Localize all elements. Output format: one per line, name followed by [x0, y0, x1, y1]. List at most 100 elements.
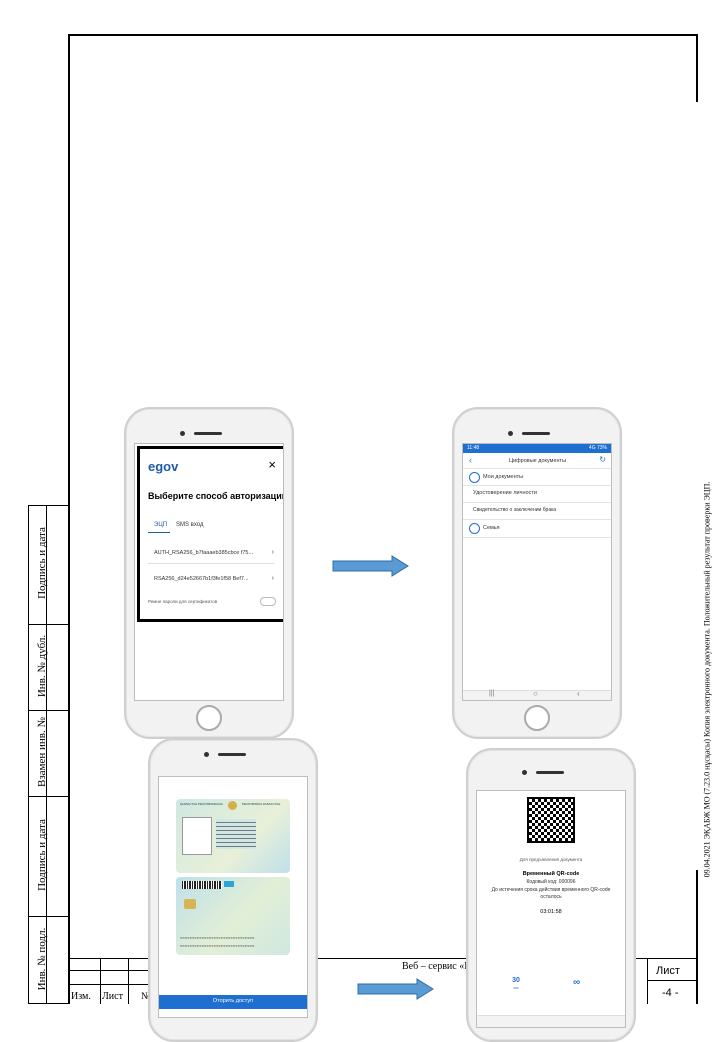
remember-label: Ремнe пароли для сертификатов — [148, 599, 218, 604]
stamp-divider — [46, 505, 47, 1004]
right-edge-note: 09.04.2021 ЭҚАБЖ МО (7.23.0 нұсқасы) Коп… — [702, 481, 712, 878]
stamp-top — [28, 505, 69, 506]
phone-screen: ҚАЗАҚСТАН РЕСПУБЛИКАСЫ РЕСПУБЛИКА КАЗАХС… — [158, 776, 308, 1018]
stamp-inv-dubl: Инв. № дубл. — [36, 634, 48, 698]
phone-camera — [204, 752, 209, 757]
stamp-inv-podl: Инв. № подл. — [36, 927, 48, 991]
doc-folder-icon — [469, 472, 480, 483]
frame-left — [68, 34, 70, 1004]
nav-recent-icon[interactable]: ||| — [489, 690, 495, 697]
arrow-right-icon — [357, 978, 434, 1000]
emblem-icon — [228, 801, 237, 810]
phone-speaker — [218, 753, 246, 756]
list-item-family[interactable]: Семья — [483, 525, 500, 531]
status-icons: 4G 73% — [588, 445, 607, 451]
phone-id-card: ҚАЗАҚСТАН РЕСПУБЛИКАСЫ РЕСПУБЛИКА КАЗАХС… — [148, 738, 318, 1042]
stamp-vzamen: Взамен инв. № — [36, 717, 48, 788]
home-button[interactable] — [524, 705, 550, 731]
list-item-my-docs[interactable]: Мои документы — [483, 474, 524, 480]
remember-toggle[interactable] — [260, 597, 276, 606]
barcode — [182, 881, 222, 889]
refresh-icon[interactable]: ↻ — [599, 455, 606, 464]
phone-speaker — [522, 432, 550, 435]
timer-30-value: 30 — [512, 977, 520, 984]
stamp-outer-left — [28, 505, 29, 1004]
cert-item-2[interactable]: RSA256_d24e52667b1f3fe1f58 Bef7... — [154, 576, 249, 582]
phone-egov-auth: egov × Выберите способ авторизации ЭЦП S… — [124, 407, 294, 739]
timer-30-button[interactable]: 30 сек — [505, 977, 527, 995]
auth-dialog: egov × Выберите способ авторизации ЭЦП S… — [137, 446, 284, 622]
divider — [148, 563, 274, 564]
egov-logo: egov — [148, 459, 179, 474]
back-icon[interactable]: ‹ — [469, 455, 472, 465]
tb-list-div — [647, 980, 697, 981]
code-value: Кодовый код: 000096 — [526, 879, 576, 885]
card-country-ru: РЕСПУБЛИКА КАЗАХСТАН — [242, 802, 281, 806]
stamp-row-1 — [28, 624, 69, 625]
status-bar — [463, 444, 611, 453]
phone-digital-docs: 11:48 4G 73% ‹ Цифровые документы ↻ Мои … — [452, 407, 622, 739]
nav-home-icon[interactable]: ○ — [533, 689, 538, 698]
frame-right-bottom — [696, 870, 698, 1004]
tb-v-2 — [128, 958, 129, 1004]
stamp-row-3 — [28, 796, 69, 797]
divider — [463, 502, 611, 503]
nav-bar — [477, 1015, 625, 1027]
nav-back-icon[interactable]: ‹ — [577, 689, 580, 698]
close-icon[interactable]: × — [268, 457, 276, 472]
divider — [463, 468, 611, 469]
phone-screen: egov × Выберите способ авторизации ЭЦП S… — [134, 443, 284, 701]
phone-speaker — [194, 432, 222, 435]
tb-row-2 — [68, 984, 168, 985]
mrz-line-1: <<<<<<<<<<<<<<<<<<<<<<<<<<<<<<< — [180, 937, 255, 941]
tab-ecp[interactable]: ЭЦП — [154, 522, 168, 528]
id-card-front: ҚАЗАҚСТАН РЕСПУБЛИКАСЫ РЕСПУБЛИКА КАЗАХС… — [176, 799, 290, 873]
tab-ecp-underline — [148, 532, 170, 533]
timer-30-unit: сек — [513, 986, 519, 990]
divider — [463, 485, 611, 486]
chevron-right-icon[interactable]: › — [271, 549, 274, 556]
qr-code — [527, 797, 575, 843]
tb-v-1 — [100, 958, 101, 1004]
tb-row-1 — [68, 970, 168, 971]
phone-qr-code: Для предъявления документа Временный QR-… — [466, 748, 636, 1042]
qr-caption: Для предъявления документа — [519, 857, 583, 862]
nav-bar — [463, 690, 611, 700]
stamp-sign-date-2: Подпись и дата — [36, 819, 48, 891]
tb-list: Лист — [102, 991, 123, 1002]
home-button[interactable] — [196, 705, 222, 731]
tab-sms[interactable]: SMS вход — [176, 522, 204, 528]
list-item-id-card[interactable]: Удостоверение личности — [473, 490, 537, 496]
phone-camera — [508, 431, 513, 436]
list-item-marriage[interactable]: Свидетельство о заключении брака — [473, 507, 557, 513]
infinity-button[interactable]: ∞ — [573, 977, 581, 988]
timer: 03:01:58 — [540, 909, 562, 915]
tb-ndoc: № — [141, 991, 151, 1002]
chevron-right-icon[interactable]: › — [271, 575, 274, 582]
tb-top — [68, 958, 698, 959]
temp-qr-title: Временный QR-code — [522, 871, 580, 877]
arrow-right-icon — [332, 555, 409, 577]
open-access-button[interactable]: Оторить доступ — [159, 995, 307, 1009]
auth-heading: Выберите способ авторизации — [148, 491, 284, 501]
stamp-row-4 — [28, 916, 69, 917]
cert-item-1[interactable]: AUTH_RSA256_b7faaaeb385cbce f75... — [154, 550, 254, 556]
tb-izm: Изм. — [71, 991, 91, 1002]
photo-placeholder — [182, 817, 212, 855]
screen-header: Цифровые документы — [509, 458, 567, 464]
phone-camera — [522, 770, 527, 775]
stamp-bottom — [28, 1003, 69, 1004]
stamp-sign-date-1: Подпись и дата — [36, 527, 48, 599]
family-icon — [469, 523, 480, 534]
tb-v-3 — [647, 958, 648, 1004]
tb-doc-title: Веб – сервис «Ц — [402, 961, 472, 972]
status-time: 11:48 — [467, 445, 480, 451]
frame-top — [68, 34, 698, 36]
id-card-back: <<<<<<<<<<<<<<<<<<<<<<<<<<<<<<< <<<<<<<<… — [176, 877, 290, 955]
phone-speaker — [536, 771, 564, 774]
phone-camera — [180, 431, 185, 436]
divider — [463, 537, 611, 538]
chip-icon — [184, 899, 196, 909]
validity-text: До истечения срока действия временного Q… — [491, 887, 611, 900]
open-access-label: Оторить доступ — [212, 998, 254, 1004]
